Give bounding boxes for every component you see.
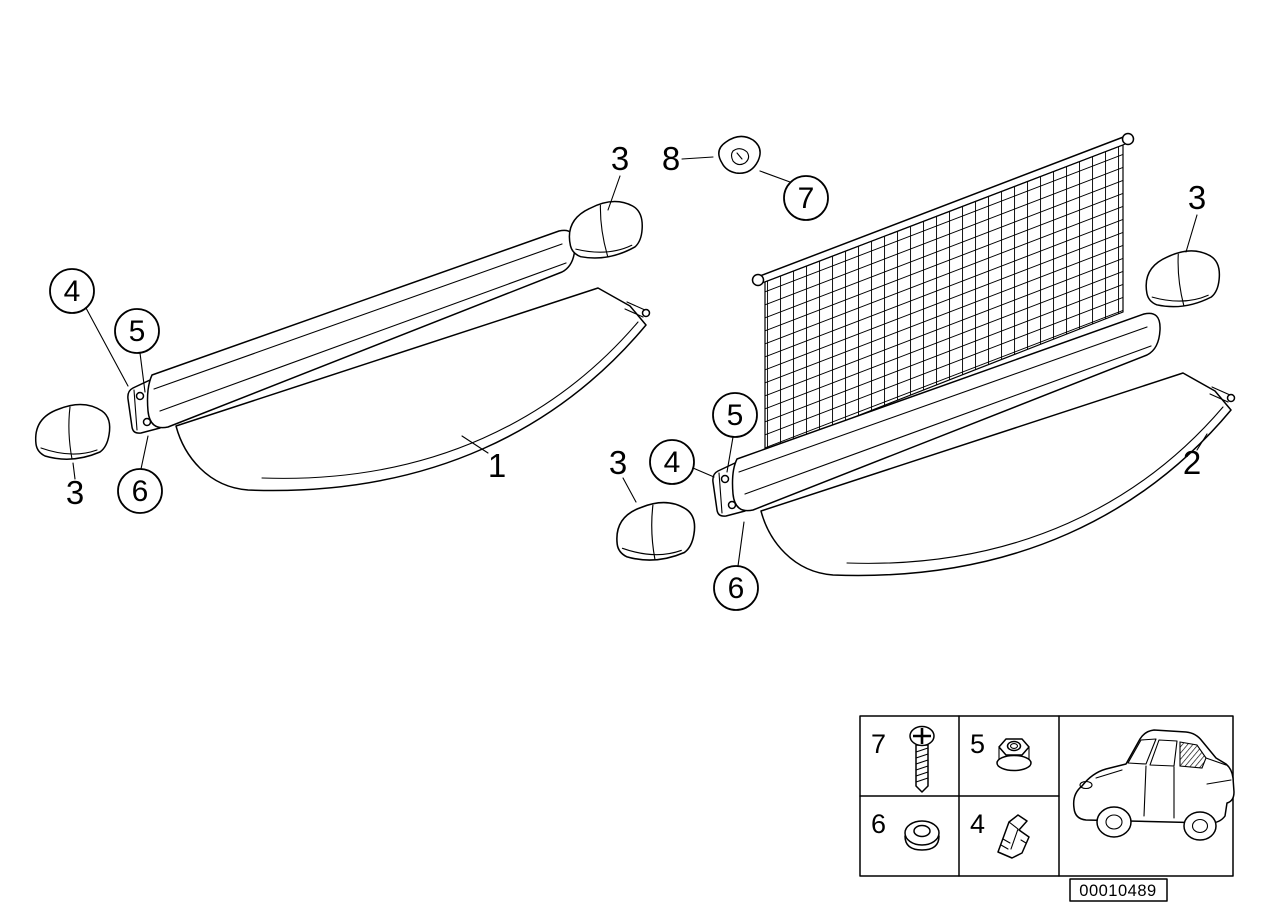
callout-5-circle <box>114 308 160 354</box>
roller-housing <box>731 312 1161 512</box>
car-door-line <box>1143 765 1147 817</box>
car-rear-wheel-hub <box>1191 818 1209 834</box>
roller-cover-assembly-right <box>616 132 1236 577</box>
net-top-bar <box>761 142 1129 284</box>
net-bar-knob <box>1121 132 1135 146</box>
part-number: 00010489 <box>1079 882 1156 900</box>
callout-3: 3 <box>66 474 84 511</box>
bracket-screw-hole <box>142 417 152 427</box>
car-headlight <box>1079 780 1093 790</box>
mounting-bracket <box>127 379 161 434</box>
car-thumbnail <box>1072 729 1235 841</box>
callouts: 3 8 7 3 4 5 3 6 1 5 4 3 6 2 <box>49 140 1206 611</box>
cover-pin <box>624 308 644 318</box>
end-cap <box>34 403 111 460</box>
bracket-screw-hole <box>720 474 730 484</box>
car-windshield <box>1127 738 1157 765</box>
leader-line <box>681 156 714 160</box>
car-trunk-line <box>1206 779 1232 785</box>
car-front-wheel <box>1096 806 1132 838</box>
roller-slot <box>159 262 567 412</box>
leader-line <box>692 467 715 478</box>
flange-nut-icon <box>996 738 1032 772</box>
bracket-screw-hole <box>727 500 737 510</box>
net-mount-handle-detail <box>736 152 743 160</box>
callout-4: 4 <box>664 446 681 479</box>
legend-label-5: 5 <box>970 729 985 759</box>
cover-panel <box>760 372 1232 577</box>
leader-line <box>461 435 489 454</box>
net-bar-knob <box>751 273 765 287</box>
leader-line <box>85 307 129 387</box>
screw-icon <box>909 725 935 793</box>
callout-7: 7 <box>798 182 815 215</box>
roller-cover-assembly-left <box>34 197 651 492</box>
leader-line <box>139 352 146 393</box>
cover-pin <box>1209 393 1229 403</box>
car-front-wheel-hub <box>1105 814 1123 830</box>
callout-3: 3 <box>1188 179 1206 216</box>
car-rear-wheel <box>1183 811 1217 841</box>
net-mount-handle <box>718 135 761 174</box>
callout-2: 2 <box>1183 444 1201 481</box>
roller-slot <box>744 345 1152 495</box>
leader-line <box>1185 214 1198 253</box>
callout-6-circle <box>713 565 759 611</box>
bracket-screw-hole <box>135 391 145 401</box>
cover-panel-front-lip <box>846 406 1224 564</box>
callout-5: 5 <box>129 315 146 348</box>
mounting-bracket <box>712 462 746 517</box>
callout-5: 5 <box>727 399 744 432</box>
car-rear-window-hatched <box>1179 741 1207 769</box>
part-number-box: 00010489 <box>1069 878 1168 902</box>
cover-panel-front-lip <box>261 321 639 479</box>
cover-panel <box>175 287 647 492</box>
end-cap <box>565 197 647 262</box>
legend-label-4: 4 <box>970 809 985 839</box>
leader-line <box>726 436 734 473</box>
leader-line <box>1196 433 1208 451</box>
washer-icon <box>904 820 940 851</box>
legend-label-6: 6 <box>871 809 886 839</box>
leader-line <box>759 170 791 183</box>
roller-seam <box>153 243 563 390</box>
callout-6: 6 <box>132 475 149 508</box>
callout-4: 4 <box>64 275 81 308</box>
callout-4-circle <box>649 439 695 485</box>
mounting-bracket-edge <box>133 389 138 431</box>
callout-4-circle <box>49 268 95 314</box>
mounting-bracket-edge <box>718 472 723 514</box>
callout-6: 6 <box>728 572 745 605</box>
callout-3: 3 <box>609 444 627 481</box>
leader-line <box>72 462 76 480</box>
callout-7-circle <box>783 175 829 221</box>
cover-pin <box>1211 386 1231 396</box>
callout-3: 3 <box>611 140 629 177</box>
leader-line <box>607 175 621 211</box>
car-trunk-line <box>1205 757 1227 766</box>
cover-pin-tip <box>641 308 651 318</box>
leader-lines <box>72 156 1208 567</box>
end-cap <box>1143 248 1223 310</box>
callout-6-circle <box>117 468 163 514</box>
cover-pin <box>626 301 646 311</box>
part-number-border <box>1069 878 1168 902</box>
callout-5-circle <box>712 392 758 438</box>
end-cap <box>616 501 696 561</box>
roller-seam <box>738 326 1148 473</box>
net-top-bar <box>759 135 1127 277</box>
cover-pin-tip <box>1226 393 1236 403</box>
leader-line <box>737 521 745 567</box>
legend-table: 7 5 6 4 <box>859 715 1234 877</box>
car-side-window <box>1149 739 1178 767</box>
leader-line <box>622 477 637 503</box>
legend-label-7: 7 <box>871 729 886 759</box>
car-hood-line <box>1095 769 1123 779</box>
callout-8: 8 <box>662 140 680 177</box>
leader-line <box>140 435 149 470</box>
clip-icon <box>997 814 1030 859</box>
net-mount-handle-slot <box>730 148 750 166</box>
callout-1: 1 <box>488 447 506 484</box>
